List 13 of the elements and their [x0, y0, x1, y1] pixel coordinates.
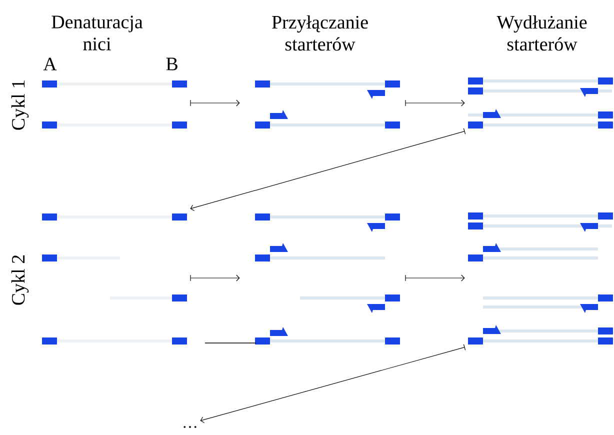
dna-strands-drawing [255, 214, 400, 344]
dna-strands-drawing [42, 80, 187, 128]
arrow [190, 128, 466, 212]
arrow [190, 100, 240, 106]
arrow [405, 100, 465, 106]
dna-strands-drawing [42, 214, 187, 344]
dna-strands-drawing [468, 78, 613, 128]
arrow [200, 344, 466, 424]
arrow [405, 274, 465, 282]
dna-strands-drawing [255, 80, 400, 128]
ellipsis: … [184, 426, 196, 428]
arrow [190, 274, 240, 282]
dna-strands-drawing [468, 212, 613, 344]
